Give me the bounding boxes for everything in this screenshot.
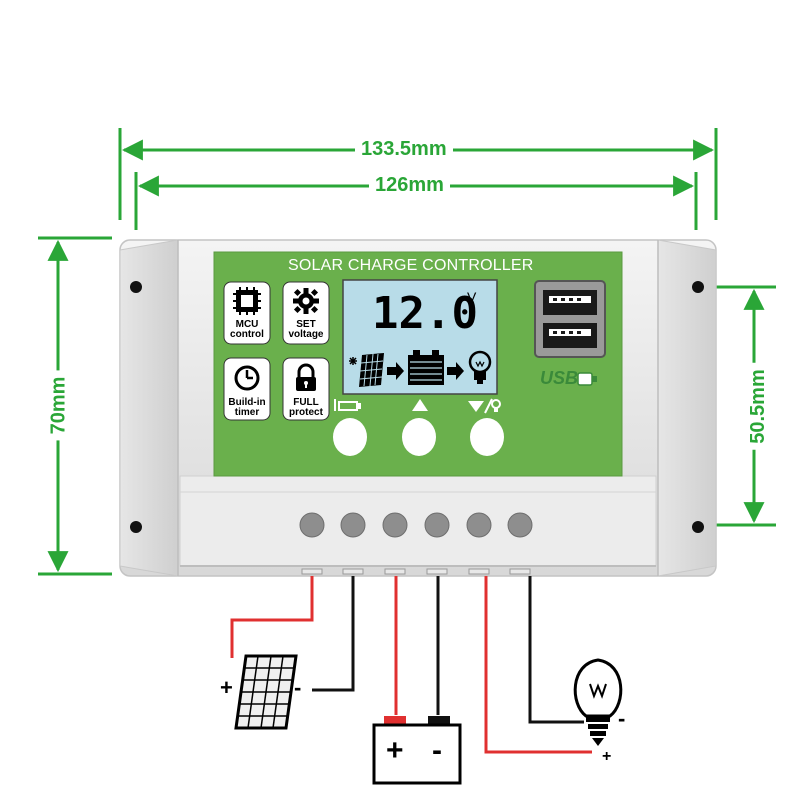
wire-load-plus	[484, 576, 592, 754]
dimension-hole-spacing-height: 50.5mm	[746, 363, 770, 450]
terminal-screw-solar-plus[interactable]	[299, 512, 325, 538]
solar-panel	[234, 654, 298, 730]
solar-minus-label: -	[294, 675, 302, 700]
dimension-overall-height: 70mm	[47, 370, 71, 441]
terminal-screw-battery-plus[interactable]	[382, 512, 408, 538]
mounting-hole-bottom-right	[692, 521, 704, 533]
terminal-screw-solar-minus[interactable]	[340, 512, 366, 538]
terminal-screw-load-minus[interactable]	[507, 512, 533, 538]
battery-indicator-icon	[334, 399, 361, 411]
panel-title: SOLAR CHARGE CONTROLLER	[288, 257, 534, 274]
up-arrow-icon	[412, 399, 428, 411]
usb-label: USB	[540, 368, 579, 388]
bulb-icon	[468, 350, 492, 384]
load-plus-label: +	[602, 748, 612, 765]
terminal-screw-battery-minus[interactable]	[424, 512, 450, 538]
battery	[372, 716, 462, 785]
usb-plug-icon	[577, 372, 597, 386]
mounting-hole-top-right	[692, 281, 704, 293]
wire-solar-minus	[312, 576, 355, 692]
battery-minus-label: -	[432, 734, 442, 767]
clock-icon	[234, 365, 260, 391]
battery-plus-label: +	[386, 734, 404, 767]
solar-plus-label: +	[220, 675, 233, 700]
wire-solar-plus	[230, 576, 314, 658]
down-button[interactable]	[470, 418, 504, 456]
gear-icon	[293, 288, 319, 314]
light-bulb	[573, 658, 623, 746]
mounting-hole-top-left	[130, 281, 142, 293]
down-light-icon	[468, 398, 501, 414]
lock-icon	[296, 363, 316, 391]
wire-load-minus	[528, 576, 584, 724]
menu-button[interactable]	[333, 418, 367, 456]
up-button[interactable]	[402, 418, 436, 456]
lcd-voltage-value: 12.0	[372, 288, 478, 339]
load-minus-label: -	[618, 706, 626, 731]
wiring	[230, 576, 592, 754]
battery-icon	[408, 350, 444, 385]
solar-panel-icon	[349, 353, 384, 387]
terminal-screw-load-plus[interactable]	[466, 512, 492, 538]
arrow-icon	[387, 362, 404, 380]
dimension-hole-spacing-width: 126mm	[369, 174, 450, 197]
mounting-hole-bottom-left	[130, 521, 142, 533]
dimension-overall-width: 133.5mm	[355, 138, 453, 161]
mounting-holes	[130, 281, 704, 533]
lcd-voltage-unit: V	[467, 289, 477, 305]
chip-icon	[233, 287, 261, 315]
usb-ports[interactable]	[534, 280, 606, 358]
arrow-icon	[447, 362, 464, 380]
